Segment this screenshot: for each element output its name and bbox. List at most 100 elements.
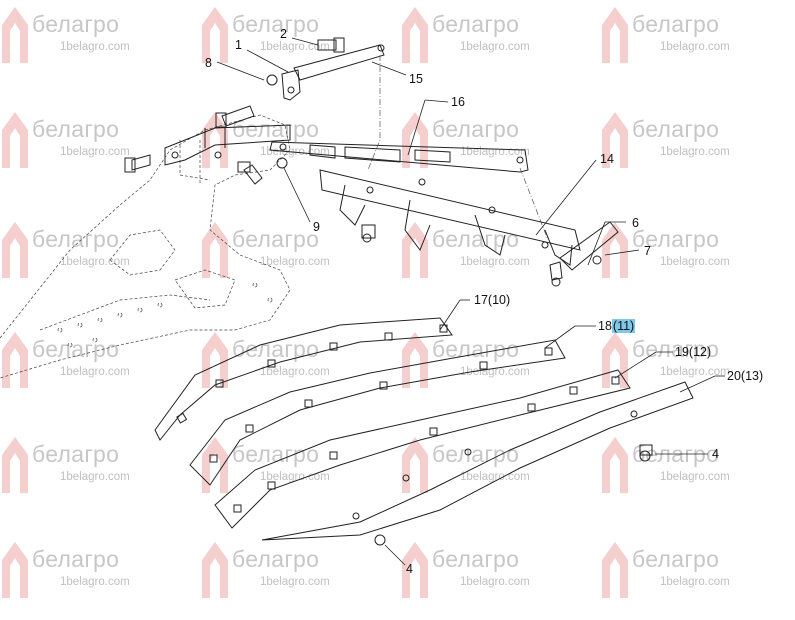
watermark-site: 1belagro.com: [460, 41, 530, 53]
watermark-site: 1belagro.com: [660, 471, 730, 483]
watermark-arrow-icon: [202, 437, 228, 493]
watermark-tile: белагро 1belagro.com: [400, 5, 570, 85]
watermark-brand: белагро: [632, 11, 720, 37]
callout-15: 15: [409, 72, 423, 86]
watermark-arrow-icon: [402, 7, 428, 63]
callout-18: 18(11): [598, 319, 636, 333]
watermark-brand: белагро: [432, 441, 520, 467]
watermark-tile: белагро 1belagro.com: [200, 5, 370, 85]
watermark-site: 1belagro.com: [460, 471, 530, 483]
watermark-site: 1belagro.com: [260, 256, 330, 268]
watermark-brand: белагро: [432, 11, 520, 37]
watermark-brand: белагро: [32, 226, 120, 252]
watermark-arrow-icon: [202, 222, 228, 278]
watermark-brand: белагро: [232, 11, 320, 37]
watermark-arrow-icon: [2, 542, 28, 598]
watermark-brand: белагро: [32, 546, 120, 572]
watermark-arrow-icon: [602, 112, 628, 168]
watermark-tile: белагро 1belagro.com: [600, 110, 770, 190]
hook-6: [549, 221, 619, 287]
watermark-arrow-icon: [402, 222, 428, 278]
watermark-arrow-icon: [2, 332, 28, 388]
watermark-brand: белагро: [32, 11, 120, 37]
blade-20: [261, 381, 694, 541]
watermark-brand: белагро: [232, 441, 320, 467]
leader-lines: [216, 37, 725, 566]
watermark-brand: белагро: [232, 116, 320, 142]
watermark-tile: белагро 1belagro.com: [200, 540, 370, 620]
watermark-tile: белагро 1belagro.com: [0, 110, 170, 190]
watermark-site: 1belagro.com: [460, 256, 530, 268]
watermark-layer: белагро 1belagro.com белагро 1belagro.com бе…: [0, 5, 770, 598]
watermark-site: 1belagro.com: [660, 576, 730, 588]
callout-18-number: 18: [598, 319, 612, 333]
watermark-tile: белагро 1belagro.com: [400, 540, 570, 620]
watermark-brand: белагро: [632, 226, 720, 252]
watermark-site: 1belagro.com: [660, 366, 730, 378]
callout-18-alt-highlight: (11): [611, 319, 636, 333]
callout-16: 16: [451, 95, 465, 109]
watermark-site: 1belagro.com: [260, 366, 330, 378]
watermark-brand: белагро: [632, 116, 720, 142]
watermark-site: 1belagro.com: [460, 576, 530, 588]
watermark-arrow-icon: [602, 222, 628, 278]
callout-1: 1: [235, 38, 242, 52]
watermark-site: 1belagro.com: [60, 471, 130, 483]
watermark-arrow-icon: [202, 112, 228, 168]
watermark-tile: белагро 1belagro.com: [600, 5, 770, 85]
watermark-site: 1belagro.com: [660, 256, 730, 268]
callout-19: 19(12): [675, 345, 712, 359]
watermark-site: 1belagro.com: [660, 146, 730, 158]
watermark-site: 1belagro.com: [660, 41, 730, 53]
callout-2: 2: [280, 27, 287, 41]
watermark-arrow-icon: [2, 7, 28, 63]
blade-17: [154, 317, 453, 441]
callout-labels: 1 2 8 15 16 14 9 6 7 17(10) 18(11) 19(12…: [205, 27, 764, 576]
watermark-brand: белагро: [32, 116, 120, 142]
watermark-site: 1belagro.com: [260, 576, 330, 588]
watermark-arrow-icon: [202, 332, 228, 388]
watermark-brand: белагро: [432, 546, 520, 572]
mount-bracket: [164, 124, 291, 166]
watermark-site: 1belagro.com: [60, 41, 130, 53]
watermark-brand: белагро: [232, 336, 320, 362]
watermark-arrow-icon: [602, 437, 628, 493]
callout-4-bottom: 4: [406, 562, 413, 576]
watermark-site: 1belagro.com: [460, 146, 530, 158]
watermark-site: 1belagro.com: [60, 256, 130, 268]
watermark-tile: белагро 1belagro.com: [0, 220, 170, 300]
link-15: [266, 44, 385, 101]
bolts-4: [374, 444, 653, 546]
blade-19: [214, 369, 631, 529]
callout-7: 7: [644, 244, 651, 258]
callout-17: 17(10): [474, 293, 511, 307]
watermark-arrow-icon: [402, 542, 428, 598]
watermark-arrow-icon: [602, 542, 628, 598]
watermark-site: 1belagro.com: [260, 41, 330, 53]
watermark-arrow-icon: [2, 222, 28, 278]
plough-body-outline: [0, 114, 291, 379]
bolts: [124, 37, 345, 185]
watermark-tile: белагро 1belagro.com: [0, 5, 170, 85]
watermark-site: 1belagro.com: [460, 366, 530, 378]
watermark-arrow-icon: [2, 437, 28, 493]
watermark-site: 1belagro.com: [60, 366, 130, 378]
callout-14: 14: [600, 152, 614, 166]
watermark-arrow-icon: [2, 112, 28, 168]
watermark-brand: белагро: [232, 546, 320, 572]
callout-20: 20(13): [727, 369, 764, 383]
watermark-arrow-icon: [202, 542, 228, 598]
watermark-brand: белагро: [432, 116, 520, 142]
watermark-tile: белагро 1belagro.com: [200, 330, 370, 410]
watermark-site: 1belagro.com: [60, 146, 130, 158]
watermark-arrow-icon: [402, 332, 428, 388]
